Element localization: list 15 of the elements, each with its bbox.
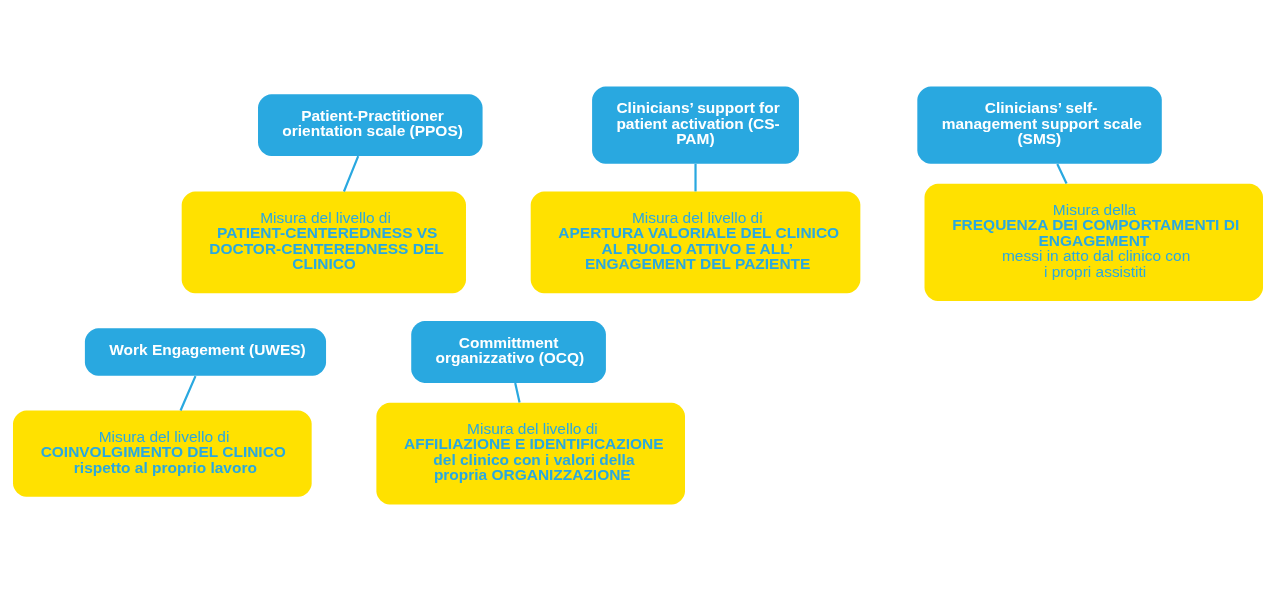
node-box: Misura del livello di PATIENT-CENTEREDNESS VS DOCTOR-CENTEREDNESS DEL CLINICO: [181, 191, 466, 293]
node-box: Misura del livello di AFFILIAZIONE E IDENTIFICAZIONE del clinico con i valori della propria ORGANIZZAZIONE: [376, 402, 685, 505]
connector: [1056, 162, 1068, 184]
connector: [514, 382, 521, 403]
node-box: Patient-Practitioner orientation scale (PPOS): [258, 93, 483, 156]
connector: [694, 163, 697, 191]
node-box: Clinicians’ support for patient activation (CS-PAM): [592, 85, 799, 164]
node-box: Committment organizzativo (OCQ): [411, 320, 606, 383]
connector: [179, 375, 197, 411]
node-box: Misura del livello di COINVOLGIMENTO DEL CLINICO rispetto al proprio lavoro: [13, 410, 312, 497]
node-box: Misura del livello di APERTURA VALORIALE DEL CLINICO AL RUOLO ATTIVO E ALL’ ENGAGEMENT DEL PAZIENTE: [530, 191, 861, 293]
connector: [342, 155, 360, 192]
node-box: Clinicians’ self-management support scale (SMS): [917, 85, 1162, 164]
node-box: Work Engagement (UWES): [84, 327, 327, 376]
node-box: Misura della FREQUENZA DEI COMPORTAMENTI DI ENGAGEMENT messi in atto dal clinico con i propri assistiti: [924, 183, 1263, 301]
